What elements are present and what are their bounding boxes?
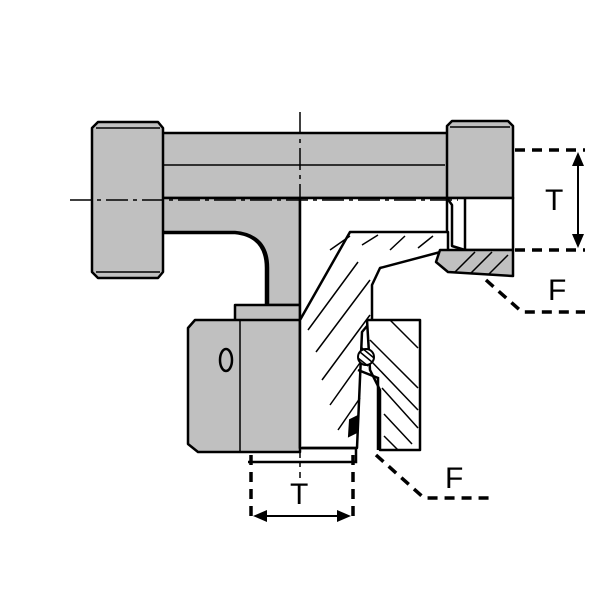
- nut-flat-mark: [218, 347, 234, 373]
- label-thread-right: T: [545, 184, 563, 217]
- label-form-right: F: [548, 274, 566, 307]
- dimension-thread-right: [515, 148, 585, 252]
- fitting-section-right: [248, 196, 515, 464]
- o-ring-hatch: [357, 347, 375, 367]
- label-form-bottom: F: [445, 462, 463, 495]
- cutting-ring: [347, 414, 360, 438]
- dimension-thread-bottom: [249, 455, 355, 522]
- leader-form-bottom: [374, 453, 490, 500]
- leader-form-right: [484, 278, 585, 314]
- label-thread-bottom: T: [290, 478, 308, 511]
